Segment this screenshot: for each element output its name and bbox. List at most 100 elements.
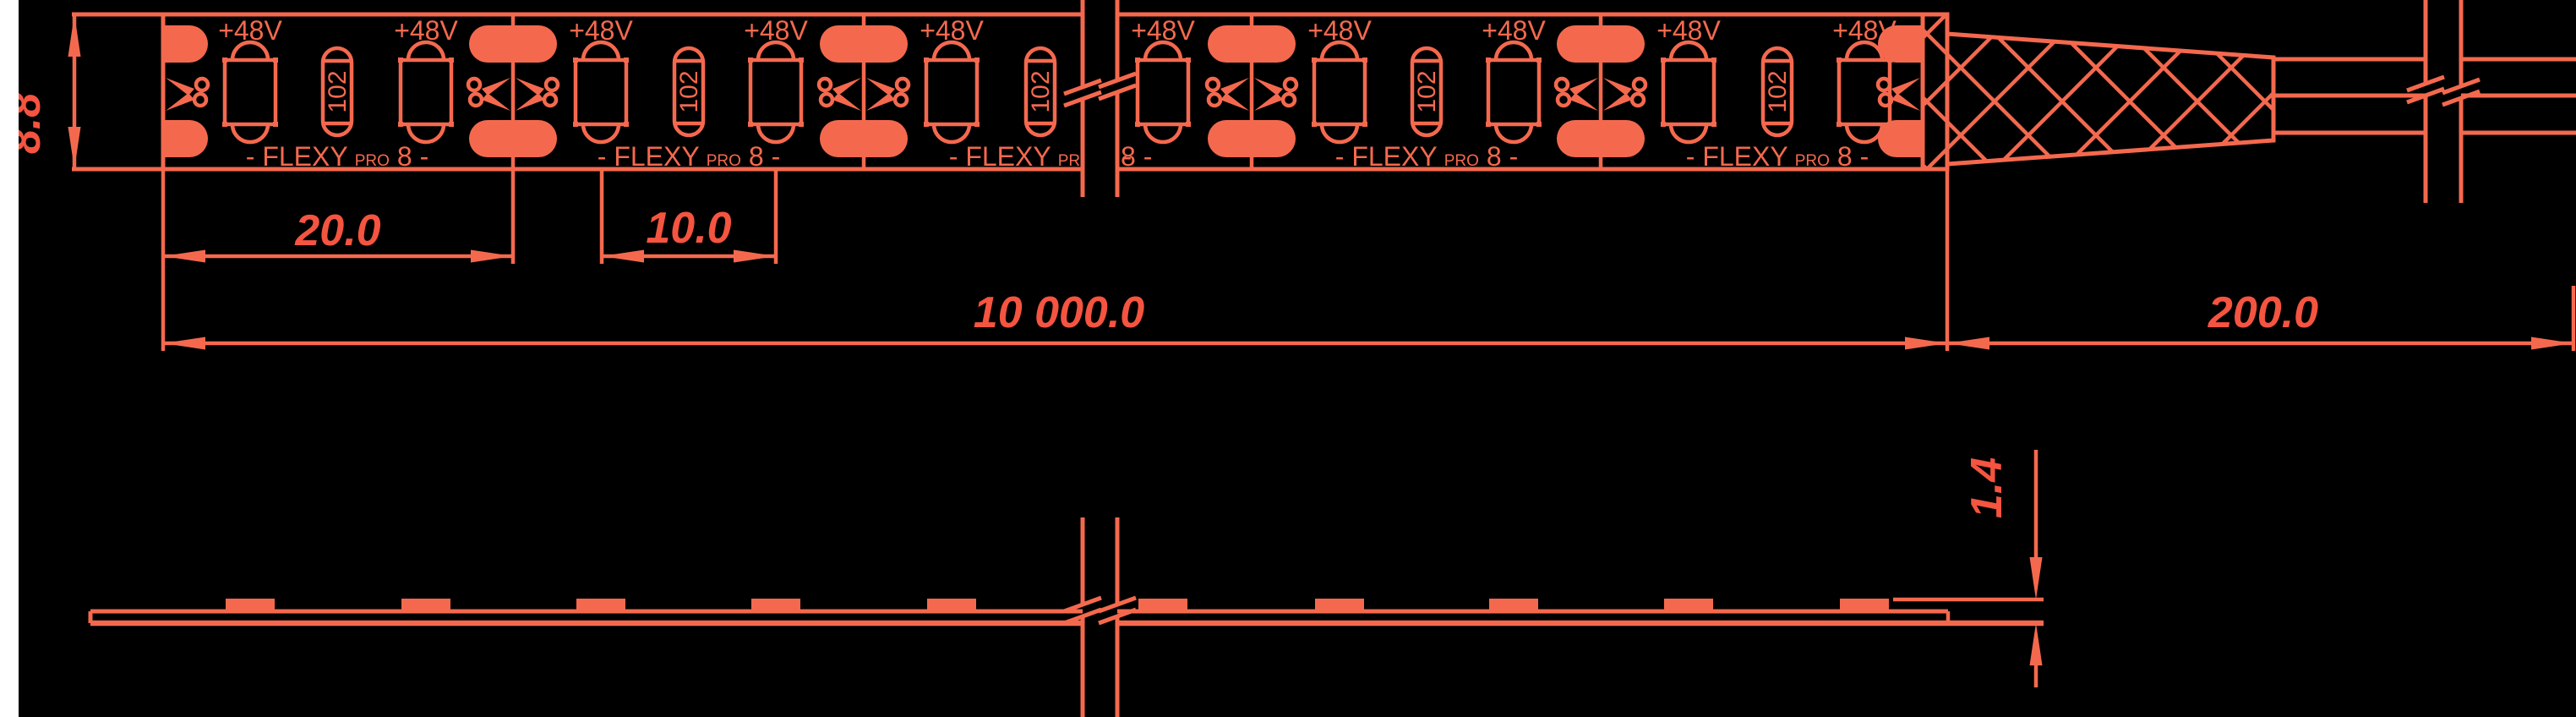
- scissors-icon: [166, 78, 208, 111]
- voltage-label: +48V: [218, 15, 282, 46]
- voltage-label: +48V: [1656, 15, 1721, 46]
- scissors-icon: [1556, 78, 1598, 111]
- led-footprint: [1135, 42, 1191, 142]
- led-bump: [751, 599, 800, 611]
- dimension-cut-pitch: 20.0: [163, 206, 513, 263]
- thickness-dim-label: 1.4: [1962, 457, 2011, 518]
- scissors-icon: [516, 78, 558, 111]
- resistor-value-label: 102: [324, 70, 352, 112]
- arrowhead-icon: [163, 337, 205, 350]
- scissor-blade: [1254, 78, 1283, 96]
- led-footprint: [924, 42, 980, 142]
- voltage-label: +48V: [1482, 15, 1546, 46]
- dimension-thickness: 1.4: [1962, 450, 2043, 687]
- arrowhead-icon: [1905, 337, 1947, 350]
- led-bump: [576, 599, 625, 611]
- arrowhead-icon: [2030, 623, 2043, 665]
- arrowhead-icon: [1947, 337, 1989, 350]
- resistor: 102: [1763, 48, 1792, 135]
- scissor-blade: [1220, 93, 1249, 111]
- resistor: 102: [323, 48, 352, 135]
- led-footprint: [1312, 42, 1367, 142]
- voltage-label: +48V: [394, 15, 458, 46]
- arrowhead-icon: [163, 250, 205, 263]
- resistor-value-label: 102: [1764, 70, 1792, 112]
- arrowhead-icon: [734, 250, 776, 263]
- led-bump: [1840, 599, 1889, 611]
- scissors-icon: [1603, 78, 1645, 111]
- led-bump: [927, 599, 976, 611]
- break-line-icon: [2442, 0, 2480, 203]
- led-footprint: [573, 42, 629, 142]
- voltage-label: +48V: [744, 15, 808, 46]
- voltage-label: +48V: [1832, 15, 1897, 46]
- scissor-blade: [1891, 93, 1920, 111]
- dimension-cable-length: 200.0: [1947, 288, 2573, 350]
- heat-shrink-connector: [1923, 14, 2273, 169]
- scissor-blade: [1603, 78, 1632, 96]
- scissors-icon: [1254, 78, 1296, 111]
- strip-top-view: +48V+48V+48V+48V+48V+48V+48V+48V+48V+48V…: [72, 14, 1923, 172]
- sleeve-grip: [1923, 14, 1947, 169]
- led-pitch-dim-label: 10.0: [646, 204, 731, 253]
- led-footprint: [1486, 42, 1542, 142]
- sleeve-taper: [1947, 34, 2273, 164]
- led-footprint: [398, 42, 454, 142]
- scissor-blade: [166, 93, 194, 111]
- led-bump: [1664, 599, 1713, 611]
- product-name-label: - FLEXYPRO8 -: [949, 141, 1132, 172]
- scissor-blade: [516, 93, 544, 111]
- break-line-icon: [1099, 517, 1136, 717]
- scissors-icon: [1207, 78, 1249, 111]
- break-line-icon: [1064, 517, 1101, 717]
- scissor-blade: [1569, 93, 1598, 111]
- cable-length-dim-label: 200.0: [2208, 288, 2318, 337]
- led-bump: [1489, 599, 1538, 611]
- solder-pad: [163, 120, 208, 157]
- led-bump: [1315, 599, 1364, 611]
- led-bump: [1138, 599, 1187, 611]
- scissors-icon: [866, 78, 909, 111]
- led-footprint: [1661, 42, 1716, 142]
- scissor-blade: [482, 93, 510, 111]
- resistor: 102: [1026, 48, 1055, 135]
- scissor-blade: [1220, 78, 1249, 96]
- product-name-label-partial: 8 -: [1121, 141, 1152, 172]
- voltage-label: +48V: [920, 15, 984, 46]
- scissor-blade: [866, 78, 895, 96]
- resistor: 102: [674, 48, 703, 135]
- resistor: 102: [1412, 48, 1441, 135]
- scissor-blade: [832, 93, 861, 111]
- scissor-blade: [1569, 78, 1598, 96]
- scissor-blade: [1603, 93, 1632, 111]
- arrowhead-icon: [68, 127, 81, 169]
- arrowhead-icon: [68, 14, 81, 57]
- resistor-value-label: 102: [1027, 70, 1055, 112]
- voltage-label: +48V: [1131, 15, 1195, 46]
- led-bump: [401, 599, 450, 611]
- scissors-icon: [819, 78, 861, 111]
- product-name-label: - FLEXYPRO8 -: [1686, 141, 1869, 172]
- arrowhead-icon: [471, 250, 513, 263]
- led-footprint: [222, 42, 278, 142]
- scissor-blade: [482, 78, 510, 96]
- screen-edge-band: [0, 0, 19, 717]
- scissor-blade: [832, 78, 861, 96]
- cut-pitch-dim-label: 20.0: [294, 206, 380, 255]
- arrowhead-icon: [2531, 337, 2573, 350]
- product-name-label: - FLEXYPRO8 -: [1335, 141, 1518, 172]
- led-bump: [226, 599, 275, 611]
- voltage-label: +48V: [569, 15, 633, 46]
- scissor-blade: [1891, 78, 1920, 96]
- strip-length-dim-label: 10 000.0: [974, 288, 1144, 337]
- arrowhead-icon: [602, 250, 644, 263]
- dimension-strip-length: 10 000.0: [163, 288, 1947, 350]
- scissor-blade: [1254, 93, 1283, 111]
- scissor-blade: [516, 78, 544, 96]
- solder-pad: [163, 25, 208, 63]
- resistor-value-label: 102: [675, 70, 703, 112]
- led-footprint: [748, 42, 804, 142]
- product-name-label: - FLEXYPRO8 -: [598, 141, 780, 172]
